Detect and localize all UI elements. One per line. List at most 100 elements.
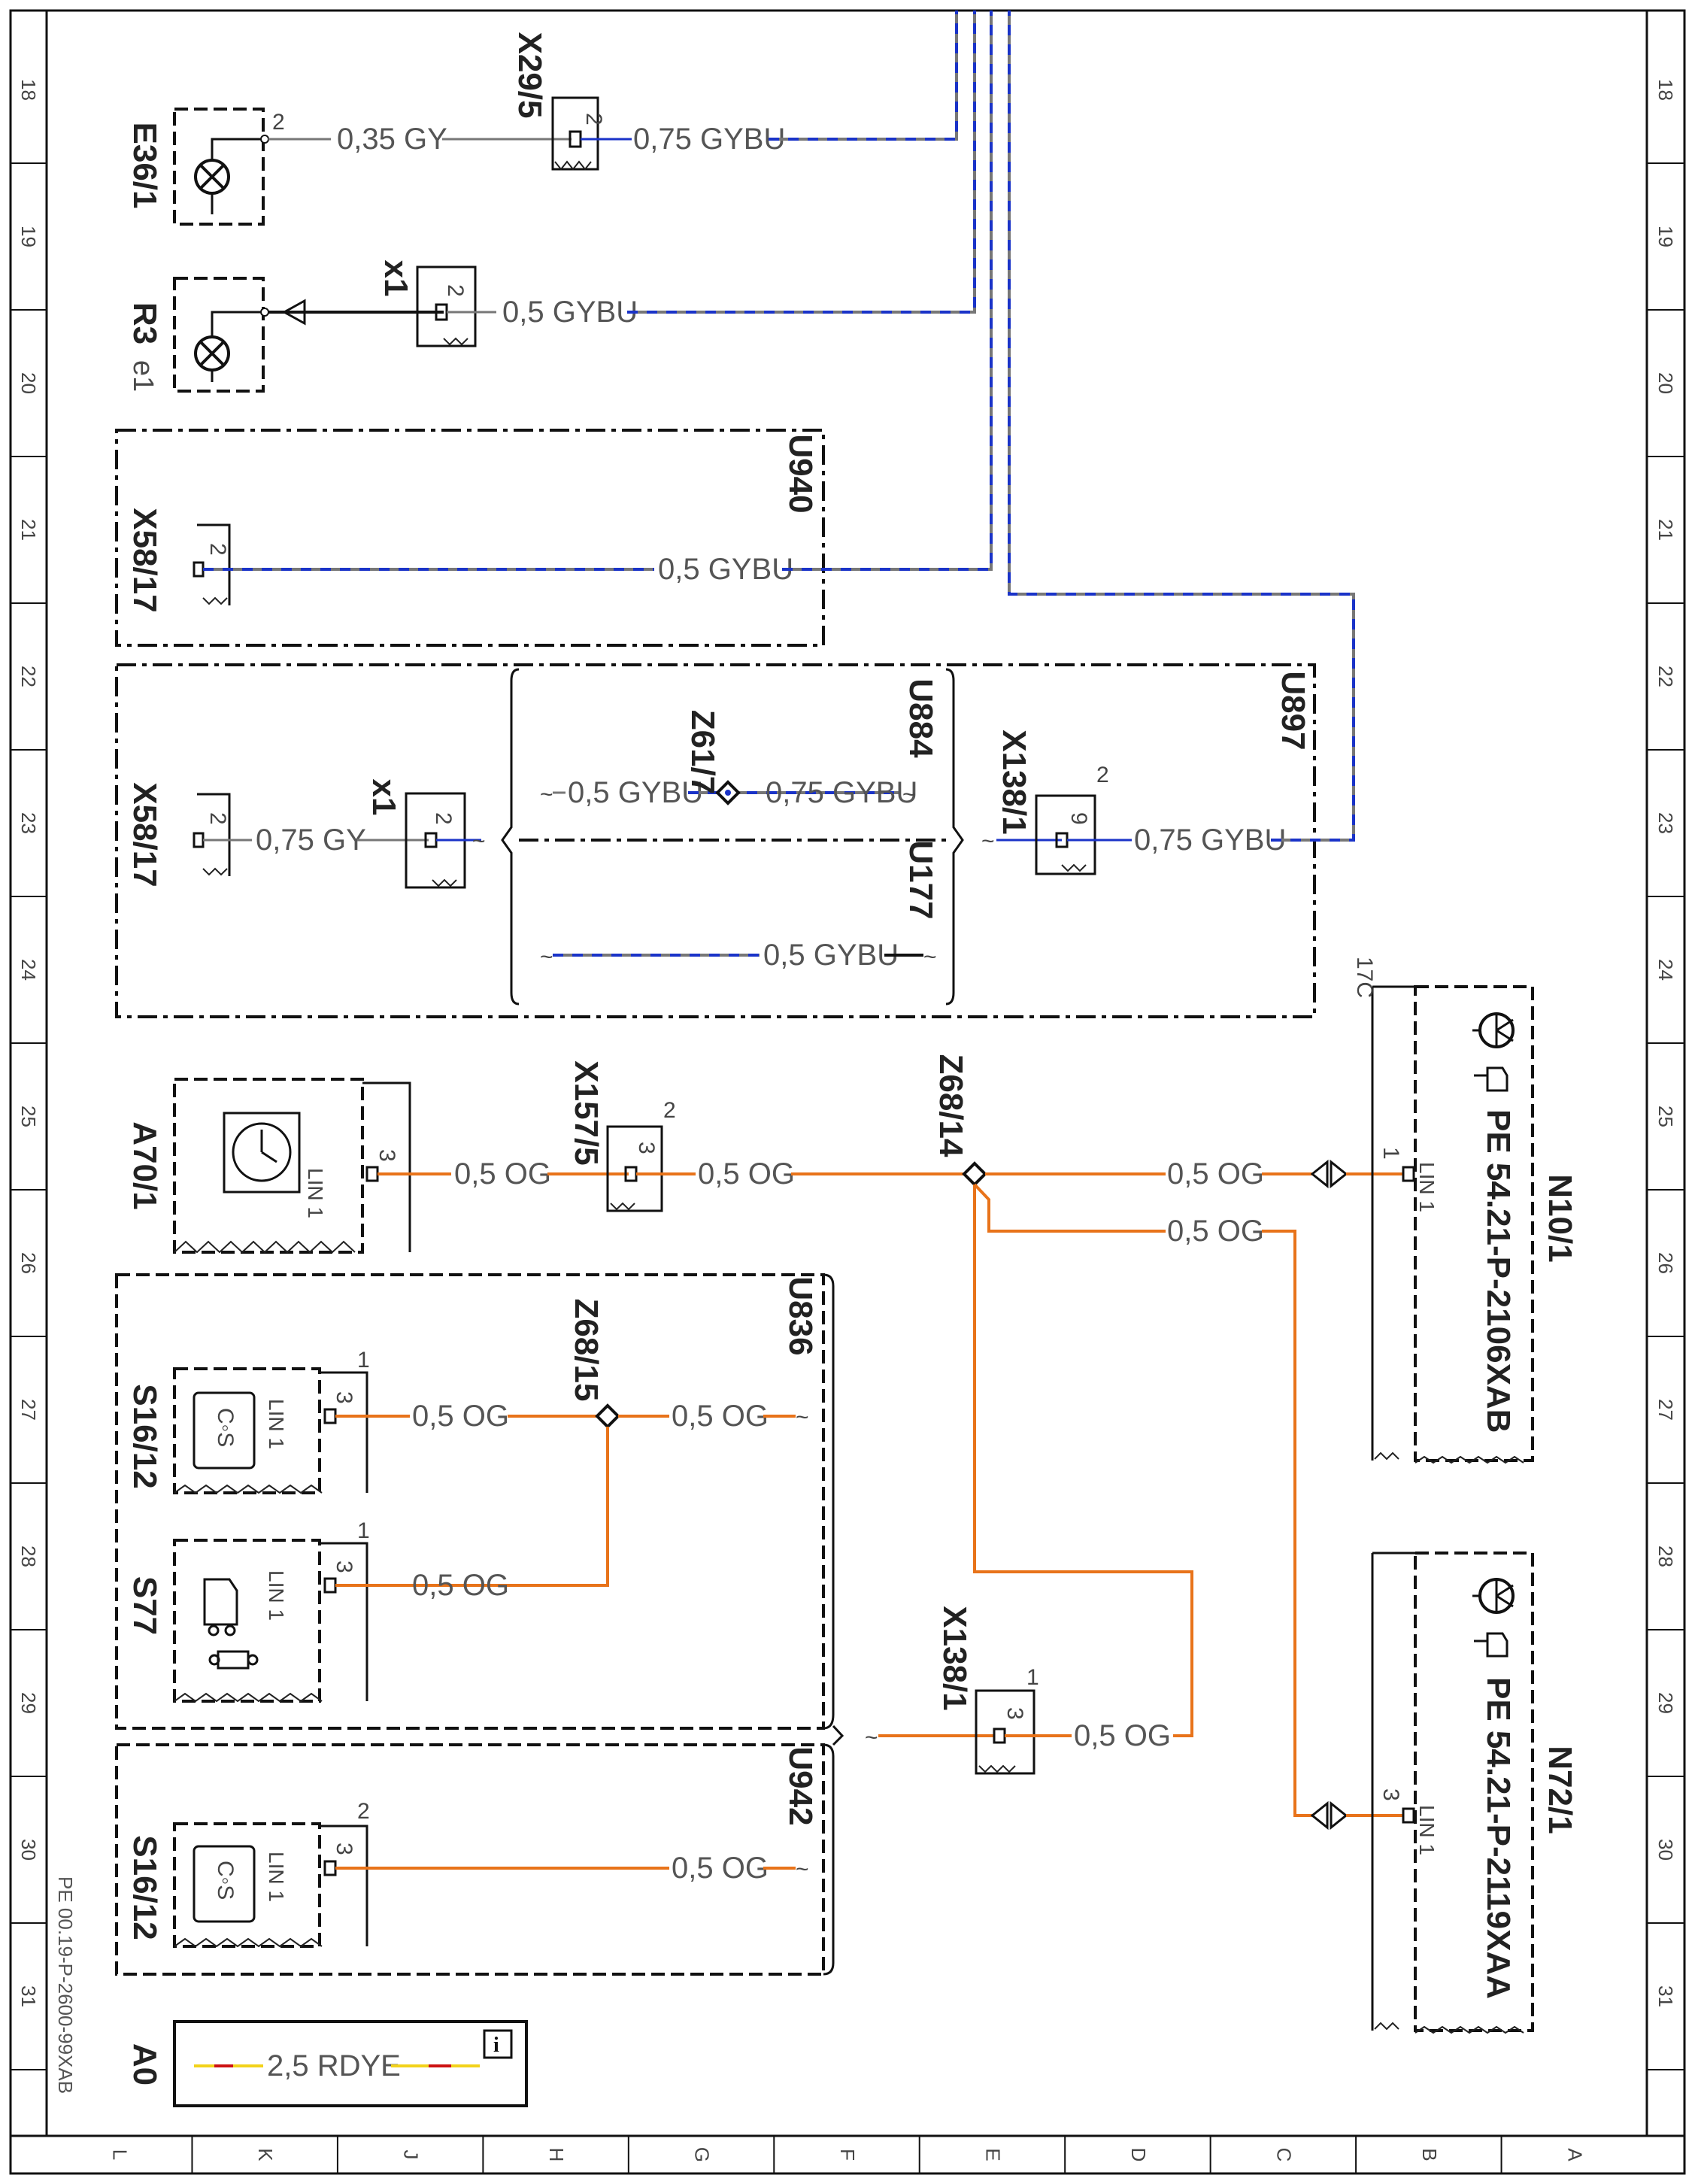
transistor-icon [1472,1012,1515,1048]
plug-icon [1310,1800,1348,1831]
wire-label: 0,5 OG [454,1157,551,1191]
row-number: 25 [1654,1106,1677,1127]
column-letter: C [1272,2148,1295,2162]
svg-text:~: ~ [796,1857,809,1882]
row-number: 28 [1654,1545,1677,1567]
wire-label: 0,5 OG [672,1400,769,1433]
a0-legend: 2,5 RDYE i A0 [126,2020,528,2107]
lamp-icon [194,138,263,214]
column-letter: K [254,2148,277,2161]
u897-unit: U897 X58/17 2 [115,663,1316,1018]
pin-label: LIN 1 [265,1570,288,1621]
s16-12-label: S16/12 [126,1835,163,1940]
pin-number: 1 [1026,1665,1039,1690]
u940-label: U940 [782,434,819,513]
wire-label: 0,5 OG [672,1852,769,1885]
row-number: 19 [17,226,40,247]
n10-1-label: N10/1 [1542,1174,1578,1262]
pin-number: 3 [1378,1788,1403,1801]
wire-label: 0,75 GY [256,824,366,857]
x138-1-label: X138/1 [936,1606,973,1710]
pin-label: LIN 1 [304,1168,327,1218]
x1-label: x1 [378,260,414,297]
row-number: 21 [17,519,40,541]
plug-icon [1310,1159,1348,1189]
sheet-border [9,9,1686,2175]
wire-label: 0,5 GYBU [502,296,638,329]
z61-7-label: Z61/7 [684,710,721,795]
pin-number: 2 [205,543,230,556]
column-letter: E [981,2148,1004,2161]
wire-label: 0,5 GYBU [763,939,899,972]
pin-number: 2 [431,812,456,825]
wire-label: 0,35 GY [337,123,447,156]
column-letter: D [1127,2148,1150,2162]
switch-icon: C◦S [193,1391,256,1470]
row-number: 22 [17,666,40,687]
row-number: 20 [17,372,40,394]
x157-5-label: X157/5 [568,1060,605,1165]
svg-text:~: ~ [923,945,937,969]
x1-connector: x1 2 [365,779,466,889]
pointing-hand-icon [1474,1066,1509,1092]
n72-1-component: 3 LIN 1 PE 54.21-P-2119XAA N72/1 [1371,1552,1578,2034]
x29-5-label: X29/5 [511,32,548,119]
row-number: 19 [1654,226,1677,247]
wire-label: 0,5 OG [412,1400,509,1433]
row-number: 20 [1654,372,1677,394]
row-number: 24 [1654,959,1677,981]
row-number: 29 [17,1692,40,1714]
u836-label: U836 [782,1276,819,1355]
z68-14-label: Z68/14 [932,1054,969,1158]
row-number: 18 [1654,79,1677,101]
pin-label: LIN 1 [1415,1162,1439,1212]
a0-label: A0 [126,2043,163,2085]
pin-number: 2 [357,1799,370,1824]
row-number: 31 [17,1985,40,2007]
u836-unit: U836 [115,1273,835,1730]
wire-label: 0,5 OG [1167,1215,1264,1248]
x1-label: x1 [365,779,402,816]
row-number: 23 [17,812,40,834]
svg-text:~: ~ [796,1405,809,1430]
pin-number: 3 [332,1843,356,1855]
svg-text:C◦S: C◦S [213,1861,238,1900]
s77-label: S77 [126,1576,163,1635]
pin-number: 3 [332,1561,356,1573]
wire-label: 0,5 GYBU [568,776,703,809]
s16-12-component: C◦S LIN 1 3 2 S16/12 [126,1799,370,1948]
wire-label: 0,5 OG [1167,1157,1264,1191]
x58-17-label: X58/17 [126,508,163,612]
column-letter: H [545,2148,568,2162]
pointing-hand-icon [1474,1632,1509,1658]
wire-label: 0,5 OG [698,1157,795,1191]
pin-number: 1 [1378,1147,1403,1160]
row-number: 28 [17,1545,40,1567]
row-number: 30 [1654,1839,1677,1861]
n72-1-reference: PE 54.21-P-2119XAA [1480,1677,1517,1999]
column-letter: B [1418,2148,1441,2161]
pin-number: 3 [374,1149,399,1162]
clock-icon [223,1112,301,1194]
vehicle-lock-icon [203,1578,259,1670]
wire-label: 0,75 GYBU [1134,824,1286,857]
s77-component: LIN 1 3 1 S77 [126,1518,370,1703]
svg-text:C◦S: C◦S [213,1408,238,1447]
svg-text:~: ~ [472,829,486,854]
pin-number: 3 [634,1142,659,1154]
r3-component: R3 e1 [126,277,265,393]
transistor-icon [1472,1578,1515,1614]
u884-u177-group: U884 U177 [501,668,964,1006]
e36-1-component: E36/1 2 [126,108,285,226]
row-number: 31 [1654,1985,1677,2007]
u884-label: U884 [902,678,939,758]
column-letter: F [836,2149,859,2161]
row-number: 22 [1654,666,1677,687]
z68-14-splice: Z68/14 [932,1054,987,1187]
x1-connector: x1 2 [378,260,477,347]
pin-label: LIN 1 [265,1399,288,1449]
column-letter: J [400,2150,423,2160]
row-number: 26 [1654,1252,1677,1274]
